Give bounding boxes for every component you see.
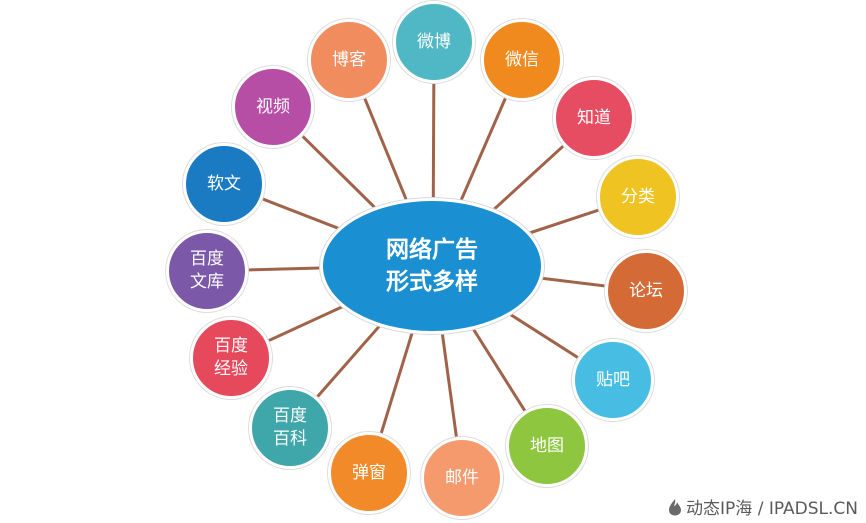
- node-label: 百科: [273, 429, 307, 449]
- node-circle: 软文: [183, 143, 265, 225]
- node-label: 视频: [256, 96, 290, 117]
- node-circle: 弹窗: [328, 432, 410, 514]
- node-label: 弹窗: [352, 462, 386, 483]
- node-label: 博客: [332, 49, 366, 70]
- center-ellipse: 网络广告 形式多样: [320, 198, 544, 334]
- node-label: 知道: [577, 107, 611, 128]
- node-label: 分类: [621, 186, 655, 207]
- node-circle: 知道: [553, 77, 635, 159]
- node-label: 微博: [417, 31, 451, 52]
- node-label: 论坛: [629, 280, 663, 301]
- node-label: 软文: [207, 173, 241, 194]
- node-label: 百度: [214, 336, 248, 356]
- node-circle: 贴吧: [572, 339, 654, 421]
- watermark: 动态IP海 / IPADSL.CN: [668, 494, 858, 519]
- node-label: 贴吧: [596, 369, 630, 390]
- node-circle: 百度经验: [190, 317, 272, 399]
- node-circle: 微博: [393, 1, 475, 83]
- node-label: 经验: [214, 359, 248, 379]
- node-circle: 博客: [308, 19, 390, 101]
- node-label: 地图: [530, 435, 564, 456]
- node-label: 微信: [505, 49, 539, 70]
- node-circle: 视频: [232, 66, 314, 148]
- node-label: 邮件: [445, 467, 479, 488]
- node-label: 百度: [273, 406, 307, 426]
- node-circle: 分类: [597, 156, 679, 238]
- node-circle: 论坛: [605, 250, 687, 332]
- node-circle: 百度文库: [166, 230, 248, 312]
- node-circle: 百度百科: [249, 387, 331, 469]
- node-label: 百度: [190, 249, 224, 269]
- watermark-text: 动态IP海 / IPADSL.CN: [686, 499, 858, 519]
- flame-icon: [669, 498, 682, 515]
- node-label: 文库: [190, 272, 224, 292]
- node-circle: 地图: [506, 405, 588, 487]
- center-title-line-2: 形式多样: [386, 269, 478, 295]
- center-title-line-1: 网络广告: [386, 237, 478, 263]
- node-circle: 微信: [481, 19, 563, 101]
- node-circle: 邮件: [421, 437, 503, 519]
